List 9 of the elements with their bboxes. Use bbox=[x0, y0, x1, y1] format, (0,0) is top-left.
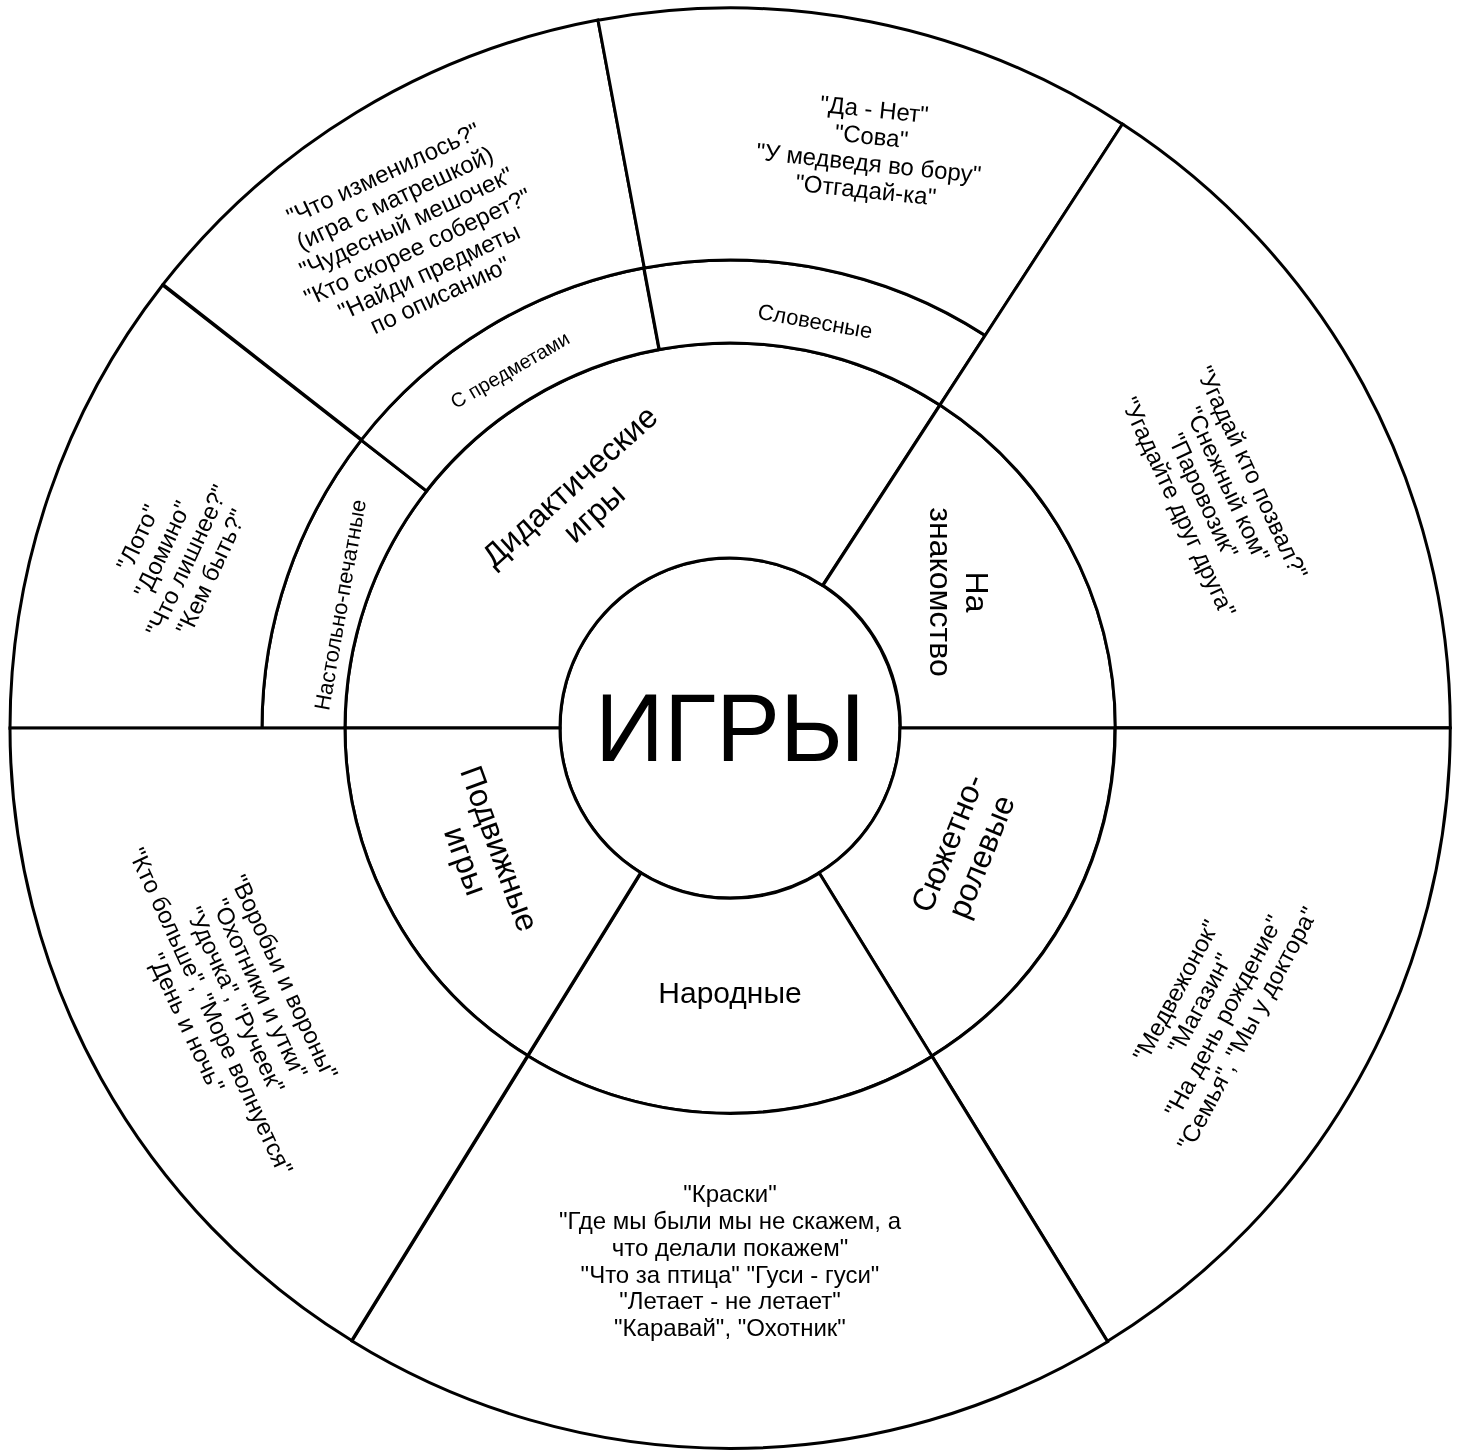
game-name: "Что за птица" "Гуси - гуси" bbox=[579, 1262, 881, 1289]
game-name: "Где мы были мы не скажем, а что делали покажем" bbox=[557, 1208, 902, 1262]
title-label: ИГРЫ bbox=[595, 674, 865, 782]
category-label: Народные bbox=[658, 976, 802, 1010]
category-label: На знакомство bbox=[922, 507, 994, 677]
game-name: "Летает - не летает" bbox=[618, 1288, 841, 1316]
subcategory-label: Словесные bbox=[755, 299, 875, 345]
game-name: "Краски" bbox=[682, 1181, 778, 1209]
game-name: "Каравай", "Охотник" bbox=[613, 1315, 847, 1343]
